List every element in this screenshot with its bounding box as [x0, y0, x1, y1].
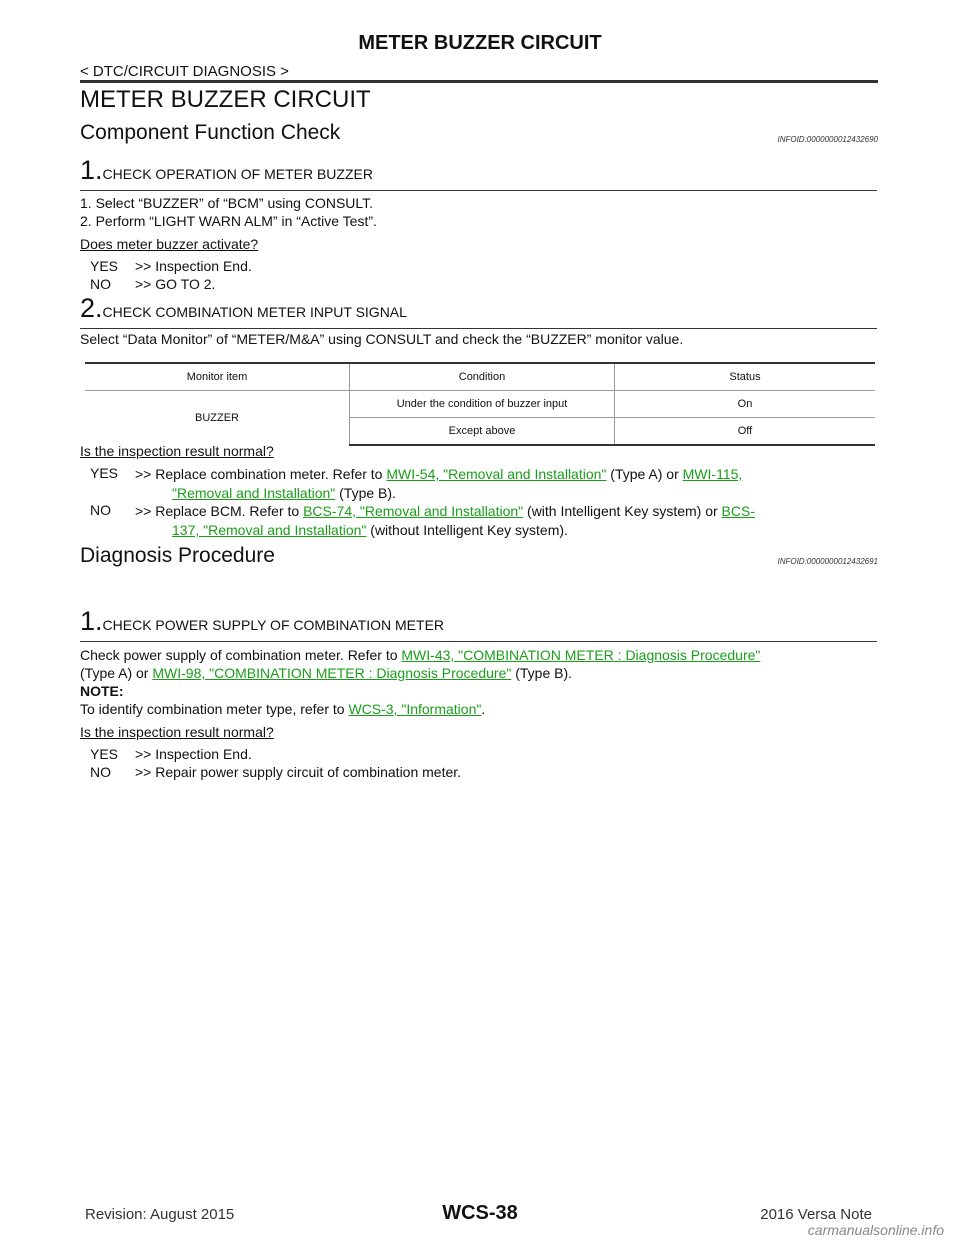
answer-text: (with Intelligent Key system) or — [523, 503, 722, 519]
answer-key: YES — [90, 258, 119, 274]
answer-yes: YES >> Replace combination meter. Refer t… — [90, 465, 880, 503]
step-1-heading: 1.CHECK OPERATION OF METER BUZZER — [80, 155, 877, 191]
answer-yes: YES >> Inspection End. — [90, 746, 252, 762]
question: Is the inspection result normal? — [80, 443, 274, 459]
instruction-text: (Type A) or — [80, 665, 153, 681]
answer-text: >> Replace BCM. Refer to — [135, 503, 304, 519]
footer-page-number: WCS-38 — [442, 1202, 518, 1224]
reference-link[interactable]: WCS-3, "Information" — [348, 701, 482, 717]
table-header-row: Monitor item Condition Status — [85, 362, 875, 391]
table-cell: On — [614, 390, 875, 418]
answer-key: NO — [90, 764, 111, 780]
answer-text: >> Inspection End. — [135, 746, 252, 762]
step-number: 2. — [80, 293, 103, 323]
table-header: Condition — [349, 362, 615, 391]
table-header: Monitor item — [85, 362, 350, 391]
diagnosis-title: Diagnosis Procedure — [80, 544, 275, 567]
answer-text: >> GO TO 2. — [135, 276, 216, 292]
reference-link[interactable]: MWI-115, — [682, 466, 743, 482]
instruction-line: (Type A) or MWI-98, "COMBINATION METER :… — [80, 665, 572, 681]
answer-text: >> Replace combination meter. Refer to — [135, 466, 387, 482]
reference-link[interactable]: 137, "Removal and Installation" — [172, 522, 367, 538]
component-check-infoid: INFOID:0000000012432690 — [777, 135, 878, 144]
diagnosis-infoid: INFOID:0000000012432691 — [777, 557, 878, 566]
footer-model: 2016 Versa Note — [760, 1206, 872, 1223]
step-title: CHECK POWER SUPPLY OF COMBINATION METER — [102, 617, 445, 633]
step-number: 1. — [80, 606, 103, 636]
step-title: CHECK OPERATION OF METER BUZZER — [102, 166, 373, 182]
note-line: To identify combination meter type, refe… — [80, 701, 485, 717]
instruction-line: Check power supply of combination meter.… — [80, 647, 760, 663]
answer-text: (without Intelligent Key system). — [366, 522, 568, 538]
page-title: METER BUZZER CIRCUIT — [358, 32, 602, 54]
note-text: . — [481, 701, 486, 717]
step-title: CHECK COMBINATION METER INPUT SIGNAL — [102, 304, 407, 320]
answer-text: >> Inspection End. — [135, 258, 252, 274]
header-rule — [80, 80, 878, 83]
component-check-title: Component Function Check — [80, 121, 341, 144]
instruction-line: 2. Perform “LIGHT WARN ALM” in “Active T… — [80, 213, 377, 229]
answer-key: NO — [90, 276, 111, 292]
footer-revision: Revision: August 2015 — [85, 1206, 235, 1223]
question: Is the inspection result normal? — [80, 724, 274, 740]
monitor-table: Monitor item Condition Status BUZZER Und… — [85, 362, 875, 446]
instruction-line: 1. Select “BUZZER” of “BCM” using CONSUL… — [80, 195, 374, 211]
answer-text: (Type A) or — [606, 466, 683, 482]
answer-key: NO — [90, 502, 111, 518]
reference-link[interactable]: MWI-54, "Removal and Installation" — [386, 466, 607, 482]
breadcrumb: < DTC/CIRCUIT DIAGNOSIS > — [80, 63, 289, 80]
instruction-line: Select “Data Monitor” of “METER/M&A” usi… — [80, 331, 684, 347]
answer-key: YES — [90, 465, 119, 481]
answer-no: NO >> Replace BCM. Refer to BCS-74, "Remo… — [90, 502, 880, 540]
answer-key: YES — [90, 746, 119, 762]
answer-no: NO >> Repair power supply circuit of comb… — [90, 764, 461, 780]
table-header: Status — [614, 362, 875, 391]
diagnosis-step-1-heading: 1.CHECK POWER SUPPLY OF COMBINATION METE… — [80, 606, 877, 642]
instruction-text: Check power supply of combination meter.… — [80, 647, 402, 663]
answer-text: (Type B). — [335, 485, 396, 501]
watermark: carmanualsonline.info — [807, 1222, 944, 1238]
table-cell: Under the condition of buzzer input — [349, 390, 615, 418]
reference-link[interactable]: BCS- — [721, 503, 755, 519]
table-cell: Off — [614, 417, 875, 446]
answer-no: NO >> GO TO 2. — [90, 276, 215, 292]
question: Does meter buzzer activate? — [80, 236, 259, 252]
note-label: NOTE: — [80, 683, 124, 699]
table-row: BUZZER Under the condition of buzzer inp… — [85, 390, 875, 445]
table-row: Except above Off — [85, 417, 875, 446]
table-cell: Except above — [349, 417, 615, 446]
note-text: To identify combination meter type, refe… — [80, 701, 349, 717]
answer-text: >> Repair power supply circuit of combin… — [135, 764, 462, 780]
reference-link[interactable]: MWI-43, "COMBINATION METER : Diagnosis P… — [401, 647, 761, 663]
step-2-heading: 2.CHECK COMBINATION METER INPUT SIGNAL — [80, 293, 877, 329]
reference-link[interactable]: MWI-98, "COMBINATION METER : Diagnosis P… — [152, 665, 512, 681]
answer-yes: YES >> Inspection End. — [90, 258, 252, 274]
table-cell-item: BUZZER — [85, 390, 350, 445]
step-number: 1. — [80, 155, 103, 185]
section-title: METER BUZZER CIRCUIT — [80, 86, 371, 113]
reference-link[interactable]: BCS-74, "Removal and Installation" — [303, 503, 524, 519]
reference-link[interactable]: "Removal and Installation" — [172, 485, 336, 501]
instruction-text: (Type B). — [511, 665, 573, 681]
